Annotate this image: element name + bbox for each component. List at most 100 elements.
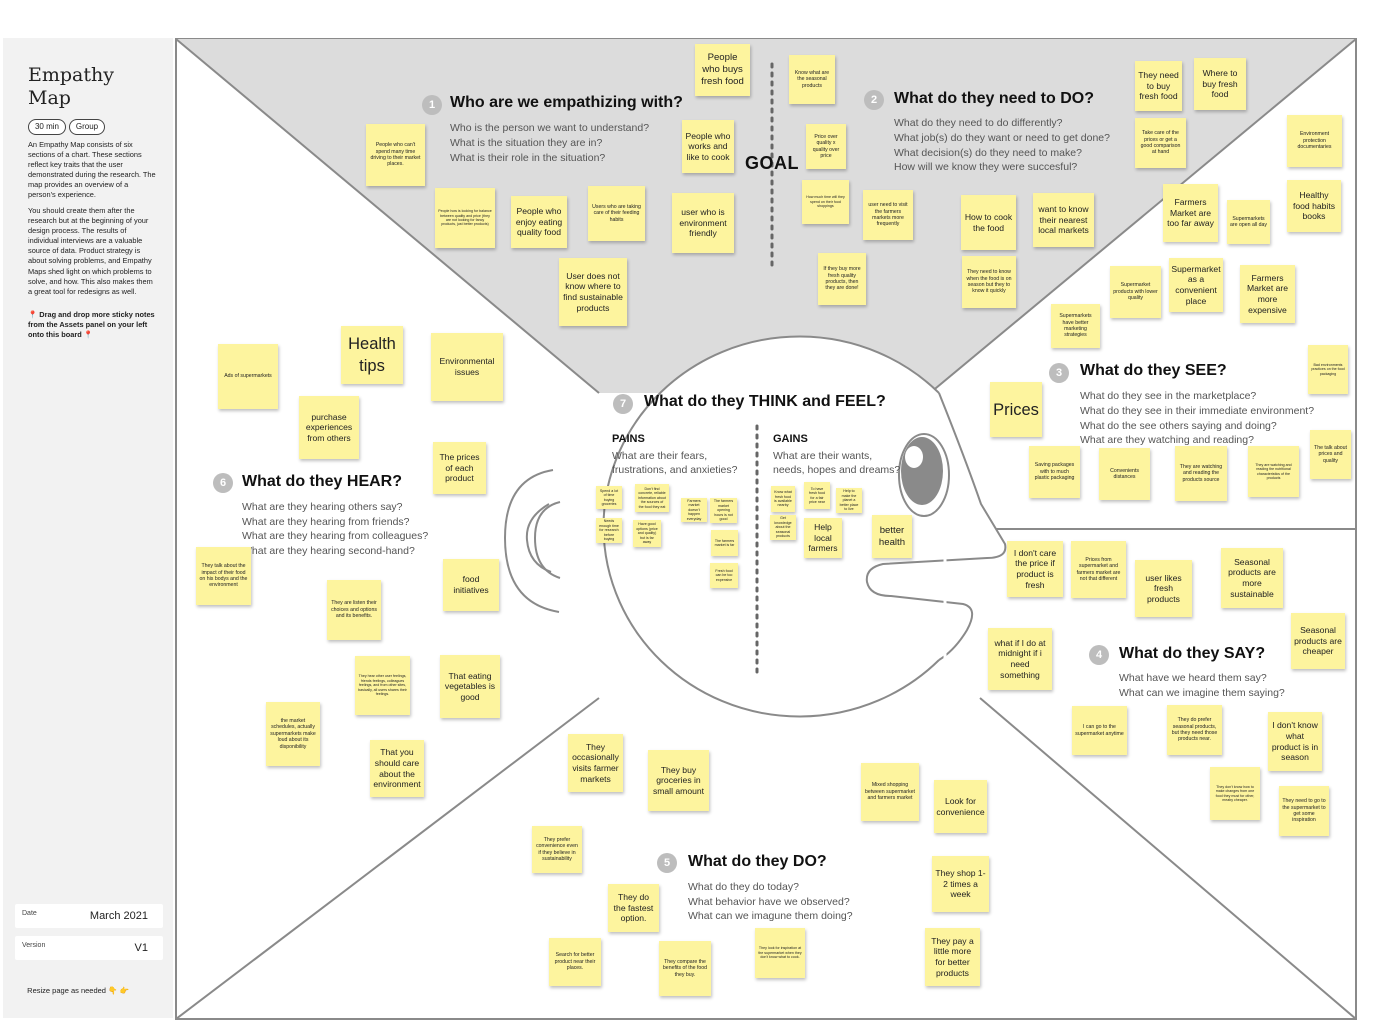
sticky-note[interactable]: Help local farmers [804, 518, 842, 558]
sticky-note[interactable]: How to cook the food [961, 195, 1016, 250]
sticky-note[interactable]: want to know their nearest local markets [1033, 193, 1094, 247]
sticky-note[interactable]: The farmers market opening hours is not … [710, 498, 737, 523]
sticky-note[interactable]: They prefer convenience even if they bel… [532, 826, 582, 873]
sticky-note[interactable]: They are listen their choices and option… [327, 580, 381, 640]
date-value: March 2021 [89, 910, 148, 922]
sticky-note[interactable]: Don't find concrete, reliable informatio… [635, 484, 669, 512]
date-label: Date [22, 910, 37, 917]
sticky-note[interactable]: user likes fresh products [1135, 560, 1192, 617]
sticky-note[interactable]: Farmers Market are more expensive [1240, 265, 1295, 323]
sticky-note[interactable]: They compare the benefits of the food th… [659, 941, 711, 996]
sticky-note[interactable]: Fresh food can be too expensive [710, 563, 738, 588]
sticky-note[interactable]: How much time will they spend on their f… [802, 180, 849, 224]
sticky-note[interactable]: The farmers market is far [711, 530, 738, 556]
sticky-note[interactable]: Farmers market doesn't happen everyday [681, 498, 707, 522]
sticky-note[interactable]: They look for inspiration at the superma… [755, 928, 805, 978]
date-field[interactable]: Date March 2021 [15, 904, 163, 928]
sticky-note[interactable]: Environment protection documentaries [1287, 115, 1342, 167]
empathy-map-board: 1 Who are we empathizing with? Who is th… [175, 38, 1357, 1020]
face-profile [865, 392, 1007, 661]
sticky-note[interactable]: People who can't spend many time driving… [366, 124, 425, 186]
sticky-note[interactable]: Health tips [341, 326, 403, 384]
sticky-note[interactable]: Farmers Market are too far away [1163, 184, 1218, 242]
sticky-note[interactable]: Saving packages with to much plastic pac… [1029, 446, 1080, 498]
sticky-note[interactable]: They need to know when the food is on se… [962, 256, 1016, 308]
sticky-note[interactable]: The talk about prices and quality [1310, 430, 1351, 479]
sticky-note[interactable]: purchase experiences from others [299, 396, 359, 459]
version-field[interactable]: Version V1 [15, 936, 163, 960]
sticky-note[interactable]: food initiatives [443, 559, 499, 611]
sticky-note[interactable]: Needs enough time for research before bu… [596, 518, 622, 543]
sticky-note[interactable]: Convenients distances [1099, 448, 1150, 500]
sticky-note[interactable]: the market schedules, actually supermark… [266, 702, 320, 766]
section-1-number: 1 [422, 95, 442, 115]
sticky-note[interactable]: Ads of supermarkets [218, 344, 278, 409]
sticky-note[interactable]: Help to make the planet a better place t… [836, 488, 862, 513]
section-6-q1: What are they hearing others say? [242, 501, 403, 513]
sticky-note[interactable]: People how is looking for balance betwee… [435, 188, 495, 248]
sticky-note[interactable]: If they buy more fresh quality products,… [818, 253, 866, 305]
sticky-note[interactable]: user who is environment friendly [672, 193, 734, 253]
ear-shape [503, 469, 560, 613]
sticky-note[interactable]: Environmental issues [431, 333, 503, 401]
sticky-note[interactable]: what if I do at midnight if i need somet… [988, 628, 1052, 690]
sticky-note[interactable]: They pay a little more for better produc… [925, 928, 980, 986]
sticky-note[interactable]: better health [872, 515, 912, 558]
sticky-note[interactable]: Know what are the seasonal products [789, 55, 835, 104]
sticky-note[interactable]: They do prefer seasonal products, but th… [1167, 705, 1222, 755]
sticky-note[interactable]: Users who are taking care of their feedi… [588, 186, 645, 241]
section-1-q1: Who is the person we want to understand? [450, 122, 650, 134]
sticky-note[interactable]: They shop 1-2 times a week [932, 856, 989, 912]
sticky-note[interactable]: Healthy food habits books [1287, 180, 1341, 232]
sticky-note[interactable]: People who works and like to cook [682, 120, 734, 173]
sticky-note[interactable]: Prices from supermarket and farmers mark… [1071, 541, 1126, 598]
sticky-note[interactable]: Seasonal products are more sustainable [1221, 548, 1283, 608]
sticky-note[interactable]: They are watching and reading the nutrit… [1248, 446, 1299, 497]
sticky-note[interactable]: They need to go to the supermarket to ge… [1279, 786, 1329, 836]
sticky-note[interactable]: That eating vegetables is good [440, 655, 500, 718]
section-5-q2: What behavior have we observed? [688, 896, 850, 908]
sticky-note[interactable]: People who enjoy eating quality food [511, 196, 567, 248]
sticky-note[interactable]: Have good options (price and quality) bu… [633, 520, 661, 547]
sticky-note[interactable]: User does not know where to find sustain… [559, 258, 627, 326]
sticky-note[interactable]: Prices [990, 382, 1042, 437]
sticky-note[interactable]: I can go to the supermarket anytime [1072, 706, 1127, 755]
sticky-note[interactable]: They buy groceries in small amount [648, 750, 709, 811]
sticky-note[interactable]: Know what fresh food is available nearby [771, 486, 795, 512]
sticky-note[interactable]: Spend a lot of time buying groceries [596, 486, 622, 509]
sticky-note[interactable]: They occasionally visits farmer markets [568, 734, 623, 792]
sticky-note[interactable]: Mixed shopping between supermarket and f… [861, 763, 919, 821]
sticky-note[interactable]: Supermarket products with lower quality [1110, 266, 1161, 318]
sticky-note[interactable]: They need to buy fresh food [1135, 61, 1182, 111]
section-2-q2: What job(s) do they want or need to get … [894, 132, 1110, 144]
sticky-note[interactable]: People who buys fresh food [695, 44, 750, 96]
sticky-note[interactable]: They hear other user feelings, friends f… [355, 656, 410, 715]
sticky-note[interactable]: Look for convenience [934, 780, 987, 833]
sticky-note[interactable]: I don't care the price if product is fre… [1007, 541, 1063, 597]
sticky-note[interactable]: The prices of each product [433, 442, 486, 494]
section-2-q3: What decision(s) do they need to make? [894, 147, 1082, 159]
sticky-note[interactable]: To have fresh food for a fair price near [804, 482, 830, 509]
sticky-note[interactable]: They don't know how to make changes from… [1210, 767, 1260, 820]
sticky-note[interactable]: They do the fastest option. [608, 884, 659, 932]
sticky-note[interactable]: They talk about the impact of their food… [196, 547, 251, 605]
version-label: Version [22, 942, 46, 949]
sticky-note[interactable]: I don't know what product is in season [1268, 712, 1322, 771]
sticky-note[interactable]: Bad environments practices on the food p… [1308, 345, 1348, 394]
sticky-note[interactable]: Search for better product near their pla… [549, 938, 601, 986]
section-7-title: What do they THINK and FEEL? [644, 393, 886, 410]
sticky-note[interactable]: Seasonal products are cheaper [1291, 613, 1345, 669]
section-4-number: 4 [1089, 645, 1109, 665]
sticky-note[interactable]: They are watching and reading the produc… [1175, 446, 1227, 501]
sticky-note[interactable]: user need to visit the farmers markets m… [863, 190, 913, 240]
section-2-title: What do they need to DO? [894, 90, 1094, 107]
sticky-note[interactable]: Supermarkets are open all day [1227, 200, 1270, 244]
sticky-note[interactable]: Take care of the prices or get a good co… [1135, 118, 1186, 168]
sticky-note[interactable]: That you should care about the environme… [370, 740, 424, 797]
sticky-note[interactable]: Supermarket as a convenient place [1169, 258, 1223, 312]
sticky-note[interactable]: Where to buy fresh food [1194, 58, 1246, 110]
section-5-number: 5 [657, 853, 677, 873]
sticky-note[interactable]: Supermarkets have better marketing strat… [1051, 304, 1100, 348]
sticky-note[interactable]: Price over quality x quality over price [806, 124, 846, 169]
sticky-note[interactable]: Get knowledge about the seasonal product… [770, 515, 796, 540]
